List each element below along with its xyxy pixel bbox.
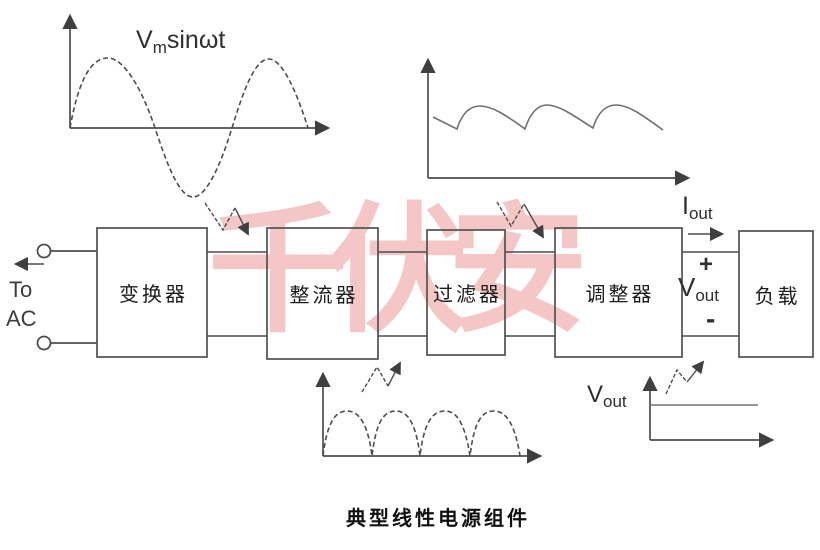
watermark-text: 千伏安 — [208, 190, 588, 353]
formula-rest: sinωt — [166, 26, 226, 54]
formula-subscript: m — [152, 38, 167, 57]
regulator-box — [554, 227, 683, 358]
regulated-output-graph — [642, 375, 775, 448]
ac-input — [13, 243, 97, 351]
transformer-box — [96, 227, 208, 358]
to-ac-label-line1: To — [9, 277, 33, 302]
diagram-caption: 典型线性电源组件 — [346, 508, 530, 530]
input-sine-graph — [62, 13, 331, 198]
iout-label: Iout — [682, 192, 713, 223]
input-sine-formula: Vmsinωt — [136, 26, 226, 57]
zigzag-arrow-vout-to-bus — [665, 360, 705, 395]
block-label-regulator: 调整器 — [585, 284, 655, 306]
vout-label: Vout — [678, 272, 719, 305]
minus-sign: - — [706, 303, 716, 334]
formula-base: V — [136, 26, 153, 54]
to-ac-label-line2: AC — [6, 306, 37, 331]
block-boxes — [96, 227, 814, 360]
ripple-waveform — [432, 104, 664, 131]
vout-graph-subscript: out — [603, 392, 627, 411]
rectified-graph — [315, 371, 543, 464]
zigzag-arrow-sine-to-rectifier — [204, 202, 249, 236]
load-box — [738, 230, 814, 358]
iout-subscript: out — [688, 204, 713, 223]
vout-graph-base: V — [587, 381, 604, 408]
block-label-transformer: 变换器 — [119, 284, 188, 306]
vout-graph-label: Vout — [587, 381, 627, 411]
filtered-ripple-graph — [420, 57, 691, 186]
vout-subscript: out — [695, 286, 719, 305]
iout-base: I — [682, 192, 689, 220]
block-label-load: 负载 — [754, 285, 801, 308]
plus-sign: + — [699, 251, 714, 278]
filter-box — [426, 229, 506, 356]
sine-waveform — [69, 57, 309, 198]
vout-base: V — [678, 272, 696, 302]
zigzag-arrow-rectified-to-bus — [361, 361, 401, 393]
zigzag-arrow-ripple-to-regulator — [496, 201, 544, 239]
input-terminal-top — [36, 243, 52, 259]
rectifier-box — [266, 227, 379, 360]
input-terminal-bottom — [36, 335, 52, 351]
block-label-filter: 过滤器 — [433, 284, 502, 306]
block-label-rectifier: 整流器 — [289, 285, 359, 307]
rectified-waveform — [322, 410, 521, 457]
bus-wires — [207, 251, 739, 337]
